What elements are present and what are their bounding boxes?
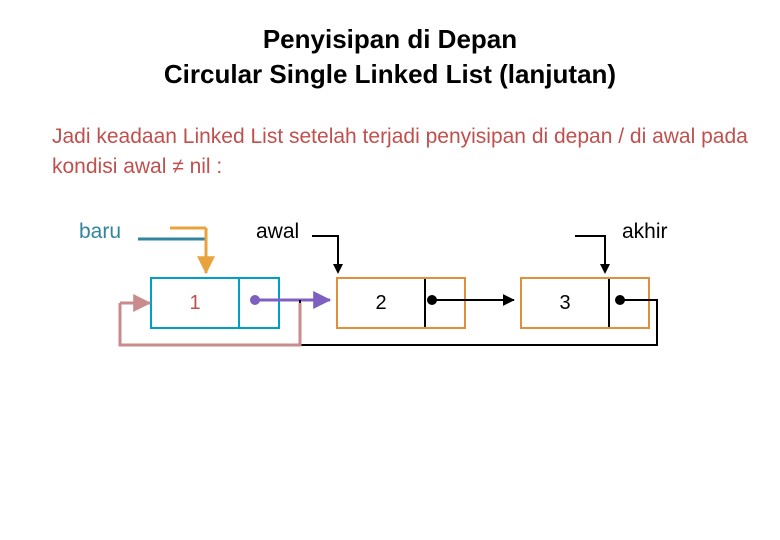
- node-awal: 2: [336, 277, 466, 329]
- node-akhir: 3: [520, 277, 650, 329]
- node-akhir-data: 3: [522, 279, 610, 327]
- subtitle-text: Jadi keadaan Linked List setelah terjadi…: [52, 125, 748, 179]
- title-line-1: Penyisipan di Depan: [262, 24, 518, 54]
- label-awal: awal: [256, 220, 300, 243]
- edge-awal-arrowhead: [333, 264, 343, 274]
- label-akhir: akhir: [622, 220, 668, 243]
- edge-akhir-arrowhead: [600, 264, 610, 274]
- node-awal-next: [426, 279, 464, 327]
- node-baru-next: [240, 279, 278, 327]
- page-title: Penyisipan di Depan Circular Single Link…: [0, 22, 780, 92]
- label-baru: baru: [79, 220, 122, 243]
- node-baru: 1: [150, 277, 280, 329]
- title-line-2: Circular Single Linked List (lanjutan): [163, 59, 617, 90]
- edge-awal-to-node2: [312, 235, 339, 270]
- node-baru-data: 1: [152, 279, 240, 327]
- node-akhir-next: [610, 279, 648, 327]
- edge-akhir-to-node3: [575, 235, 606, 270]
- node-awal-data: 2: [338, 279, 426, 327]
